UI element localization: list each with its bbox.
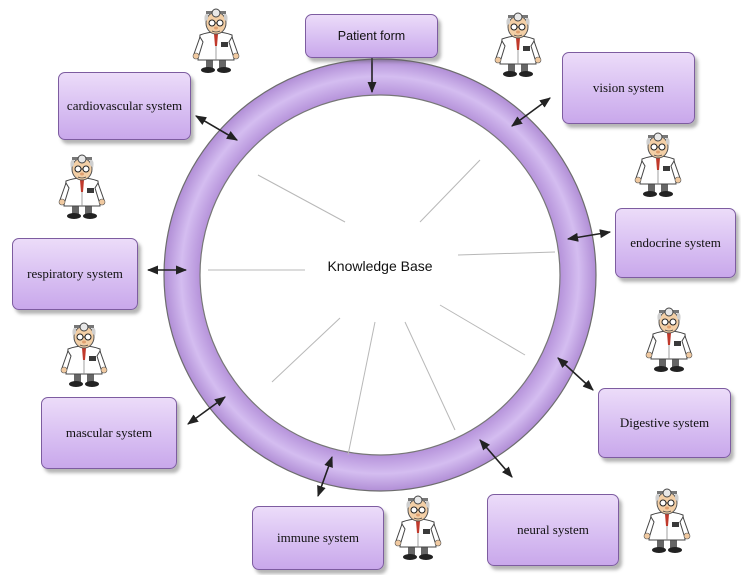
arrow-cardiovascular: [195, 115, 238, 141]
node-respiratory-system: respiratory system: [12, 238, 138, 310]
node-mascular-system: mascular system: [41, 397, 177, 469]
knowledge-base-area: [199, 94, 561, 456]
arrow-immune: [317, 455, 333, 498]
doctor-icon: [641, 488, 693, 554]
arrow-digestive: [557, 357, 594, 391]
knowledge-base-label: Knowledge Base: [327, 258, 433, 274]
node-digestive-system: Digestive system: [598, 388, 731, 458]
arrow-endocrine: [566, 229, 612, 242]
doctor-icon: [58, 322, 110, 388]
arrow-neural: [479, 439, 513, 478]
arrow-mascular: [187, 396, 226, 425]
node-immune-system: immune system: [252, 506, 384, 570]
arrow-vision: [511, 97, 551, 127]
node-neural-system: neural system: [487, 494, 619, 566]
node-patient-form: Patient form: [305, 14, 438, 58]
node-endocrine-system: endocrine system: [615, 208, 736, 278]
node-vision-system: vision system: [562, 52, 695, 124]
doctor-icon: [492, 12, 544, 78]
doctor-icon: [190, 8, 242, 74]
connection-arrows: [146, 58, 612, 498]
node-cardiovascular-system: cardiovascular system: [58, 72, 191, 140]
doctor-icon: [56, 154, 108, 220]
doctor-icon: [643, 307, 695, 373]
doctor-icon: [392, 495, 444, 561]
doctor-icon: [632, 132, 684, 198]
knowledge-spokes: [208, 159, 556, 456]
